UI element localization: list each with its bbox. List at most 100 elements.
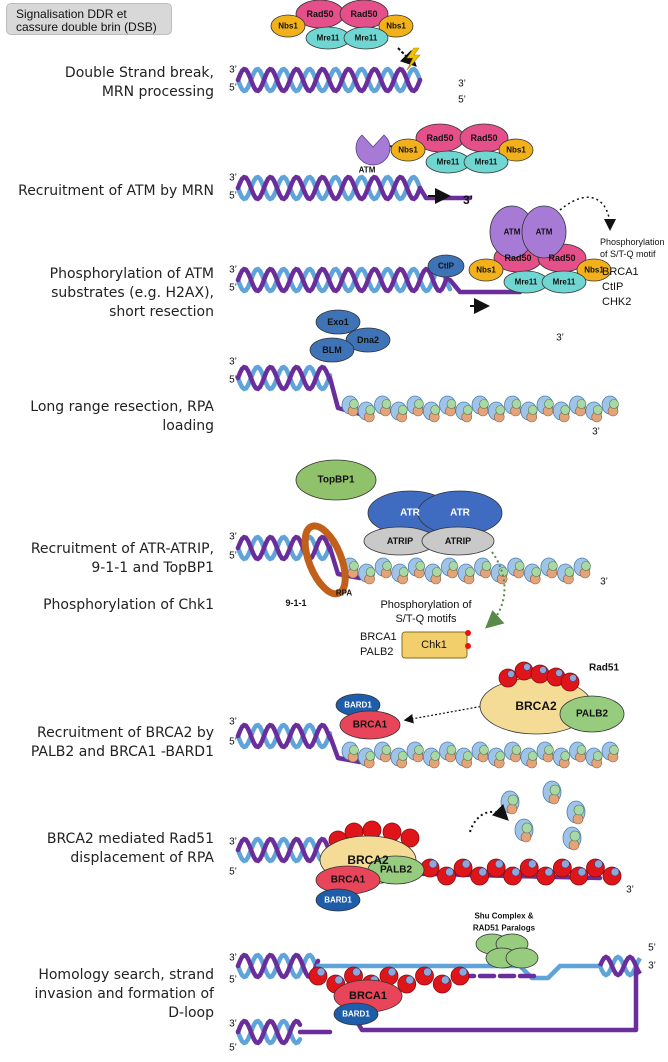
bard1-step6-label: BARD1 xyxy=(344,701,372,710)
atm-phospho-text-2: of S/T-Q motif xyxy=(600,249,656,259)
dna4-rpa-8-green xyxy=(479,399,489,409)
rpa-release-arrow xyxy=(469,803,509,833)
atm-phospho-text-1: Phosphorylation xyxy=(600,237,665,247)
dna1-right-5prime: 5’ xyxy=(458,95,466,106)
dna5-rpa-4-green xyxy=(415,561,426,571)
dna6-rpa-1-green xyxy=(365,751,376,761)
rad51-step6-dot-2 xyxy=(539,666,547,674)
mrn1-nbs1-right xyxy=(378,14,414,38)
dna6-rpa-7-green xyxy=(462,751,473,761)
dna7-purple-strand xyxy=(235,836,333,864)
dna4-rpa-7-green xyxy=(462,405,473,415)
dna5-rpa-6-green xyxy=(448,561,459,571)
ctip-protein-label: CtIP xyxy=(438,262,455,271)
dna4-rpa-11-green xyxy=(527,405,538,415)
dna4-rpa-12-green xyxy=(544,399,554,409)
mrn3-mre11-right-label: Mre11 xyxy=(553,278,576,287)
dna6-3prime: 3’ xyxy=(229,717,237,728)
dna5-rpa-8-green xyxy=(481,561,492,571)
mrn1-rad50-left-label: Rad50 xyxy=(306,9,333,19)
mrn2-rad50-left-label: Rad50 xyxy=(426,133,453,143)
mrn2-nbs1-right xyxy=(498,138,534,162)
dna3-blue-strand xyxy=(235,266,453,294)
mrn1-nbs1-right-label: Nbs1 xyxy=(386,22,406,31)
dna4-rpa-10-green xyxy=(511,399,522,409)
dna6-rpa-4-green xyxy=(414,745,424,755)
rad51-step6-dot-0 xyxy=(507,670,515,678)
atm-right-lobe xyxy=(521,205,567,259)
dna8-rad51-4-dot xyxy=(387,967,397,977)
dna4-rpa-16-green xyxy=(609,399,619,409)
dna7-3prime: 3’ xyxy=(626,885,634,896)
step-1-label: Double Strand break, MRN processing xyxy=(64,65,214,100)
mrn2-mre11-left-label: Mre11 xyxy=(437,158,460,167)
shu-label-2: RAD51 Paralogs xyxy=(473,924,536,933)
bard1-step7 xyxy=(315,888,361,912)
dna4-rpa-1-green xyxy=(365,405,376,415)
dna2-protein-label: Dna2 xyxy=(357,335,379,345)
free-rpa-3-green xyxy=(521,822,533,834)
dna5-rpa-10-green xyxy=(514,561,525,571)
chk1-phospho-dot-2 xyxy=(465,643,471,649)
dna2-3prime: 3’ xyxy=(229,173,237,184)
step-8-label: BRCA2 mediated Rad51 displacement of RPA xyxy=(46,831,214,866)
brca1-step7-label: BRCA1 xyxy=(331,875,366,886)
dna4-rpa-6-green xyxy=(446,399,457,409)
mrn1-mre11-right-label: Mre11 xyxy=(355,34,378,43)
dna7-blue-strand xyxy=(235,836,333,864)
ring-911 xyxy=(301,522,349,598)
dna7-rad51-5-dot xyxy=(511,867,521,877)
dna8-rad51-5-dot xyxy=(405,975,415,985)
dna4-rpa-14-green xyxy=(576,399,587,409)
dna8-rad51-7-dot xyxy=(440,975,450,985)
rad51-step7-top-4 xyxy=(400,828,420,848)
dna8-top-right-purple xyxy=(597,954,642,978)
dna6-5prime: 5’ xyxy=(229,737,237,748)
dna6-rpa-5-green xyxy=(430,751,441,761)
dna8-rad51-0-dot xyxy=(316,967,326,977)
dna6-rpa-3-green xyxy=(397,751,408,761)
dna4-rpa-2-green xyxy=(381,399,392,409)
dna6-rpa-11-green xyxy=(527,751,538,761)
dna4-purple-strand xyxy=(235,364,333,392)
ctip-protein xyxy=(427,254,465,278)
dna8-rad51-8-dot xyxy=(458,967,468,977)
dna6-rpa-14-green xyxy=(576,745,587,755)
dna2-5prime: 5’ xyxy=(229,191,237,202)
mrn3-nbs1-left-label: Nbs1 xyxy=(476,266,496,275)
rpa-label-step5: RPA xyxy=(336,589,353,598)
atm-target-1: CtIP xyxy=(602,281,623,293)
mrn3-mre11-right xyxy=(541,270,587,294)
dna5-blue-strand xyxy=(235,534,333,562)
brca2-step6-label: BRCA2 xyxy=(515,699,557,713)
dna7-rad51-1-dot xyxy=(445,867,454,877)
dna3-5prime: 5’ xyxy=(229,283,237,294)
dna8-top-right-blue xyxy=(597,954,642,978)
topbp1-protein xyxy=(295,459,377,501)
shu-label-1: Shu Complex & xyxy=(474,912,533,921)
dna4-3prime: 3’ xyxy=(592,427,600,438)
dna8-bottom-purple-strand xyxy=(235,1018,303,1046)
dna7-rad51-2-dot xyxy=(461,859,471,869)
mrn3-nbs1-right-label: Nbs1 xyxy=(584,266,604,275)
palb2-step6-label: PALB2 xyxy=(576,709,608,720)
dna8-top-blue-dip xyxy=(517,963,563,981)
atm-target-0: BRCA1 xyxy=(602,266,639,278)
dna8-bottom-5prime: 5’ xyxy=(229,1043,237,1054)
dna1-purple-strand xyxy=(235,66,423,94)
mrn2-rad50-right-label: Rad50 xyxy=(470,133,497,143)
dna4-rpa-5-green xyxy=(430,405,441,415)
break-bolt-icon xyxy=(406,47,421,71)
dna5-rpa-11-green xyxy=(531,567,542,577)
dna2-overhang xyxy=(417,185,473,201)
mrn2-mre11-right-label: Mre11 xyxy=(475,158,498,167)
dna5-3prime: 3’ xyxy=(600,577,608,588)
step-7-label: Recruitment of BRCA2 by PALB2 and BRCA1 … xyxy=(30,725,214,760)
dna8-top-purple-strand xyxy=(235,952,321,980)
atr-target-0: BRCA1 xyxy=(360,631,397,643)
mrn1-mre11-right xyxy=(343,26,389,50)
atm-left-lobe-label: ATM xyxy=(504,228,521,237)
dna8-rad51-2-dot xyxy=(352,967,361,977)
free-rpa-4-orange xyxy=(568,839,580,851)
